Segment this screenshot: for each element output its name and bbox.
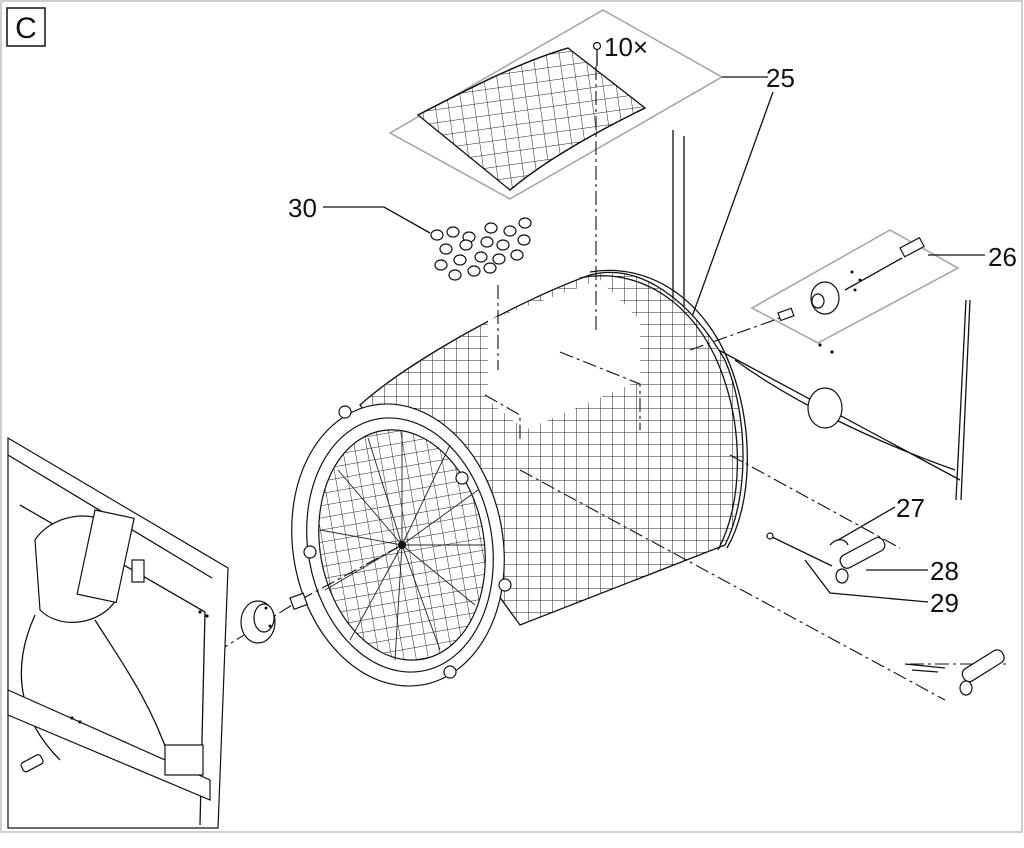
mesh-panel-25 <box>388 9 724 200</box>
section-label-text: C <box>15 12 37 45</box>
rod-29 <box>766 532 833 567</box>
screw-icon <box>592 41 602 66</box>
callout-29: 29 <box>930 588 959 618</box>
callout-27: 27 <box>896 493 925 523</box>
drum-cylinder <box>359 269 748 626</box>
housing-back-lines <box>672 130 971 501</box>
roller-assembly-26 <box>750 229 960 344</box>
section-label: C <box>6 7 46 47</box>
front-panel-assembly <box>7 436 229 829</box>
quantity-label-10x: 10× <box>604 32 648 62</box>
front-hub <box>240 600 276 644</box>
callout-26: 26 <box>988 242 1017 272</box>
pin-27 <box>829 539 849 546</box>
roller-28 <box>835 536 886 584</box>
spring-pile-30 <box>430 217 532 281</box>
callout-30: 30 <box>288 193 317 223</box>
drum-front-ring <box>291 403 512 687</box>
leader-line-30 <box>323 206 431 234</box>
leader-line-25b <box>687 91 774 329</box>
callout-28: 28 <box>930 556 959 586</box>
leader-line-29 <box>804 559 929 603</box>
leader-line-27 <box>837 506 896 541</box>
bushing-icon <box>289 592 309 611</box>
screw-icon-lower-left <box>20 754 44 773</box>
roller-lower-right <box>904 649 1005 696</box>
callout-25: 25 <box>766 63 795 93</box>
